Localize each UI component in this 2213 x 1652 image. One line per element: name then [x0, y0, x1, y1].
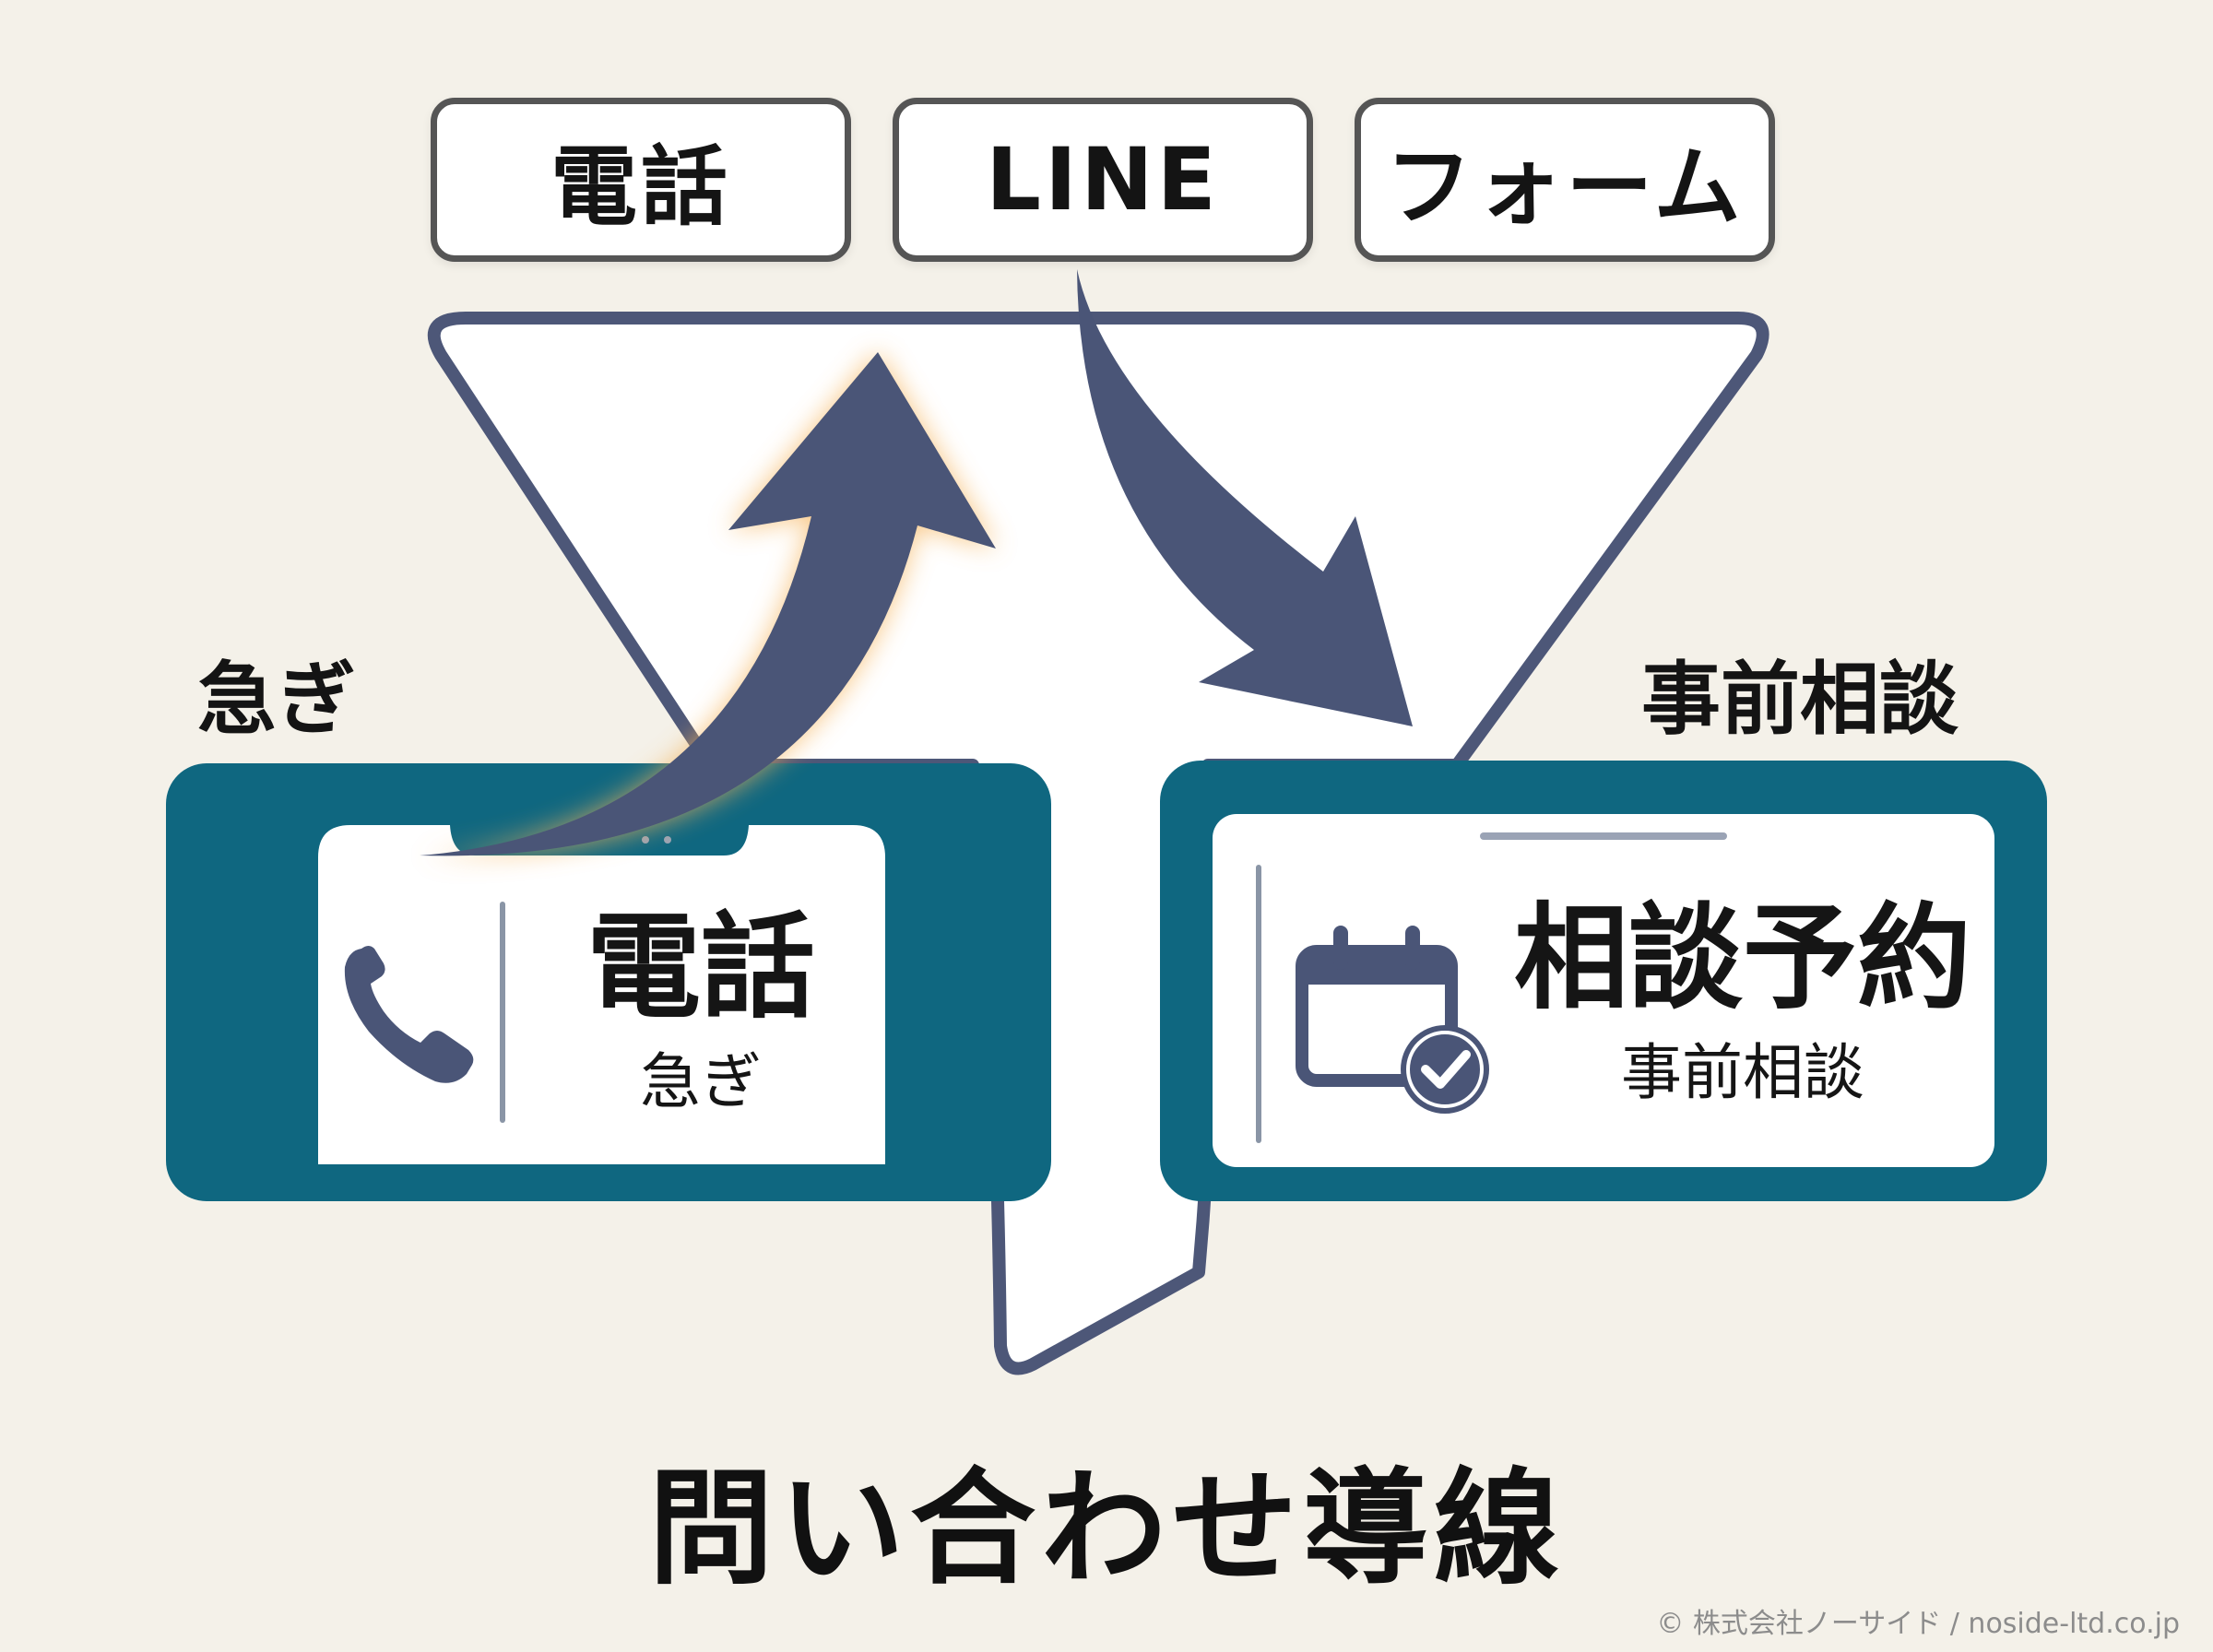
pre-consult-label: 事前相談	[1641, 654, 1959, 746]
consult-card-title: 相談予約	[1513, 892, 1971, 1025]
consult-handle	[1480, 832, 1727, 840]
consult-card-subtitle: 事前相談	[1621, 1037, 1864, 1109]
consult-divider	[1256, 865, 1261, 1143]
phone-card-title: 電話	[586, 902, 815, 1034]
phone-camera-dot	[664, 836, 671, 844]
diagram-title: 問い合わせ導線	[648, 1457, 1565, 1602]
urgent-label: 急ぎ	[197, 654, 356, 746]
copyright-text: © 株式会社ノーサイド / noside-ltd.co.jp	[1656, 1608, 2180, 1640]
phone-card-text: 電話 急ぎ	[526, 908, 876, 1122]
phone-icon	[344, 946, 474, 1083]
urgent-arrow	[420, 352, 996, 856]
consult-arrow	[1077, 269, 1413, 726]
phone-card-subtitle: 急ぎ	[640, 1046, 762, 1118]
phone-screen	[318, 825, 885, 1164]
calendar-check-icon	[1296, 926, 1489, 1114]
channel-phone-chip: 電話	[431, 98, 851, 262]
phone-divider	[500, 902, 505, 1123]
consult-card-text: 相談予約 事前相談	[1512, 899, 1973, 1113]
channel-line-chip: LINE	[893, 98, 1313, 262]
channel-form-chip: フォーム	[1355, 98, 1775, 262]
phone-camera-dot	[642, 836, 649, 844]
